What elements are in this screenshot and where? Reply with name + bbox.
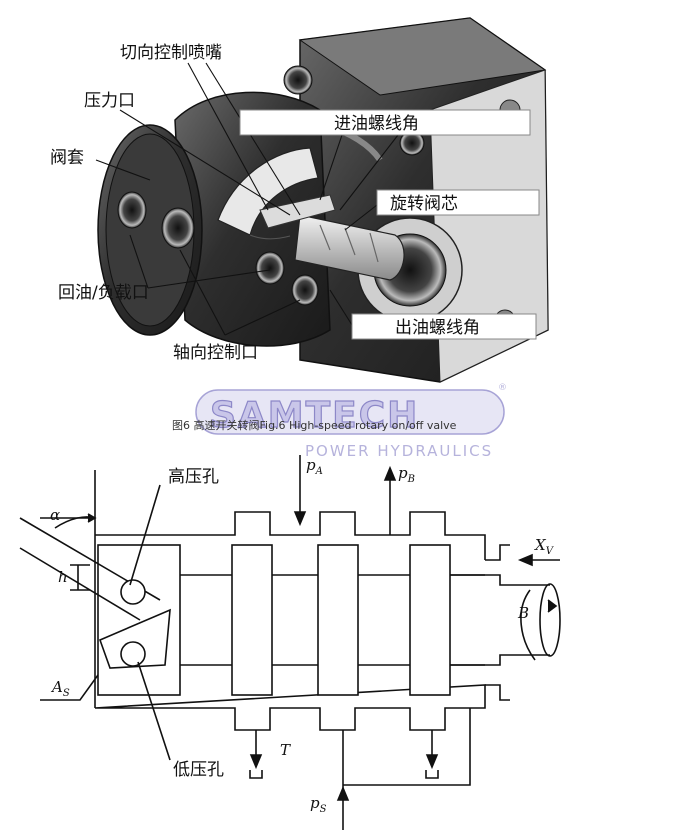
label-inlet-helix: 进油螺线角 <box>334 114 419 134</box>
label-rotary-spool: 旋转阀芯 <box>390 194 458 214</box>
spool-land-3 <box>409 544 451 696</box>
watermark-registered: ® <box>498 383 507 393</box>
label-high-pressure-hole: 高压孔 <box>168 467 219 487</box>
label-t: T <box>280 741 291 759</box>
leader-lines-top <box>95 62 399 336</box>
label-box-inlet-helix <box>239 109 531 136</box>
label-b: B <box>517 604 529 622</box>
label-pa: pA <box>306 456 323 477</box>
label-pb: pB <box>398 464 415 485</box>
label-axial-control-port: 轴向控制口 <box>173 343 258 363</box>
watermark-brand: SAMTECH <box>210 395 419 436</box>
label-tangential-nozzle: 切向控制喷嘴 <box>120 43 222 63</box>
samtech-watermark: SAMTECH ® POWER HYDRAULICS <box>195 383 507 460</box>
label-outlet-helix: 出油螺线角 <box>395 318 480 338</box>
label-alpha: α <box>50 506 60 524</box>
valve-schematic <box>19 455 561 830</box>
figure-caption: 图6 高速开关转阀Fig.6 High-speed rotary on/off … <box>172 418 457 432</box>
label-pressure-port: 压力口 <box>84 91 135 111</box>
label-box-rotary-spool <box>376 189 540 216</box>
label-return-load-port: 回油/负载口 <box>58 283 149 303</box>
label-box-outlet-helix <box>351 313 537 340</box>
label-low-pressure-hole: 低压孔 <box>173 760 224 780</box>
label-h: h <box>58 568 68 586</box>
watermark-tagline: POWER HYDRAULICS <box>305 442 493 460</box>
label-ps: pS <box>310 794 327 815</box>
spool-land-2 <box>317 544 359 696</box>
label-as: AS <box>50 678 70 699</box>
spool-land-1 <box>231 544 273 696</box>
label-xv: XV <box>534 536 555 557</box>
sleeve-outline <box>94 511 486 731</box>
shaft-rotation-arrow <box>520 589 536 661</box>
label-sleeve: 阀套 <box>50 148 84 168</box>
low-pressure-hole <box>120 641 146 667</box>
high-pressure-hole <box>120 579 146 605</box>
return-load-port-hole <box>117 191 147 229</box>
